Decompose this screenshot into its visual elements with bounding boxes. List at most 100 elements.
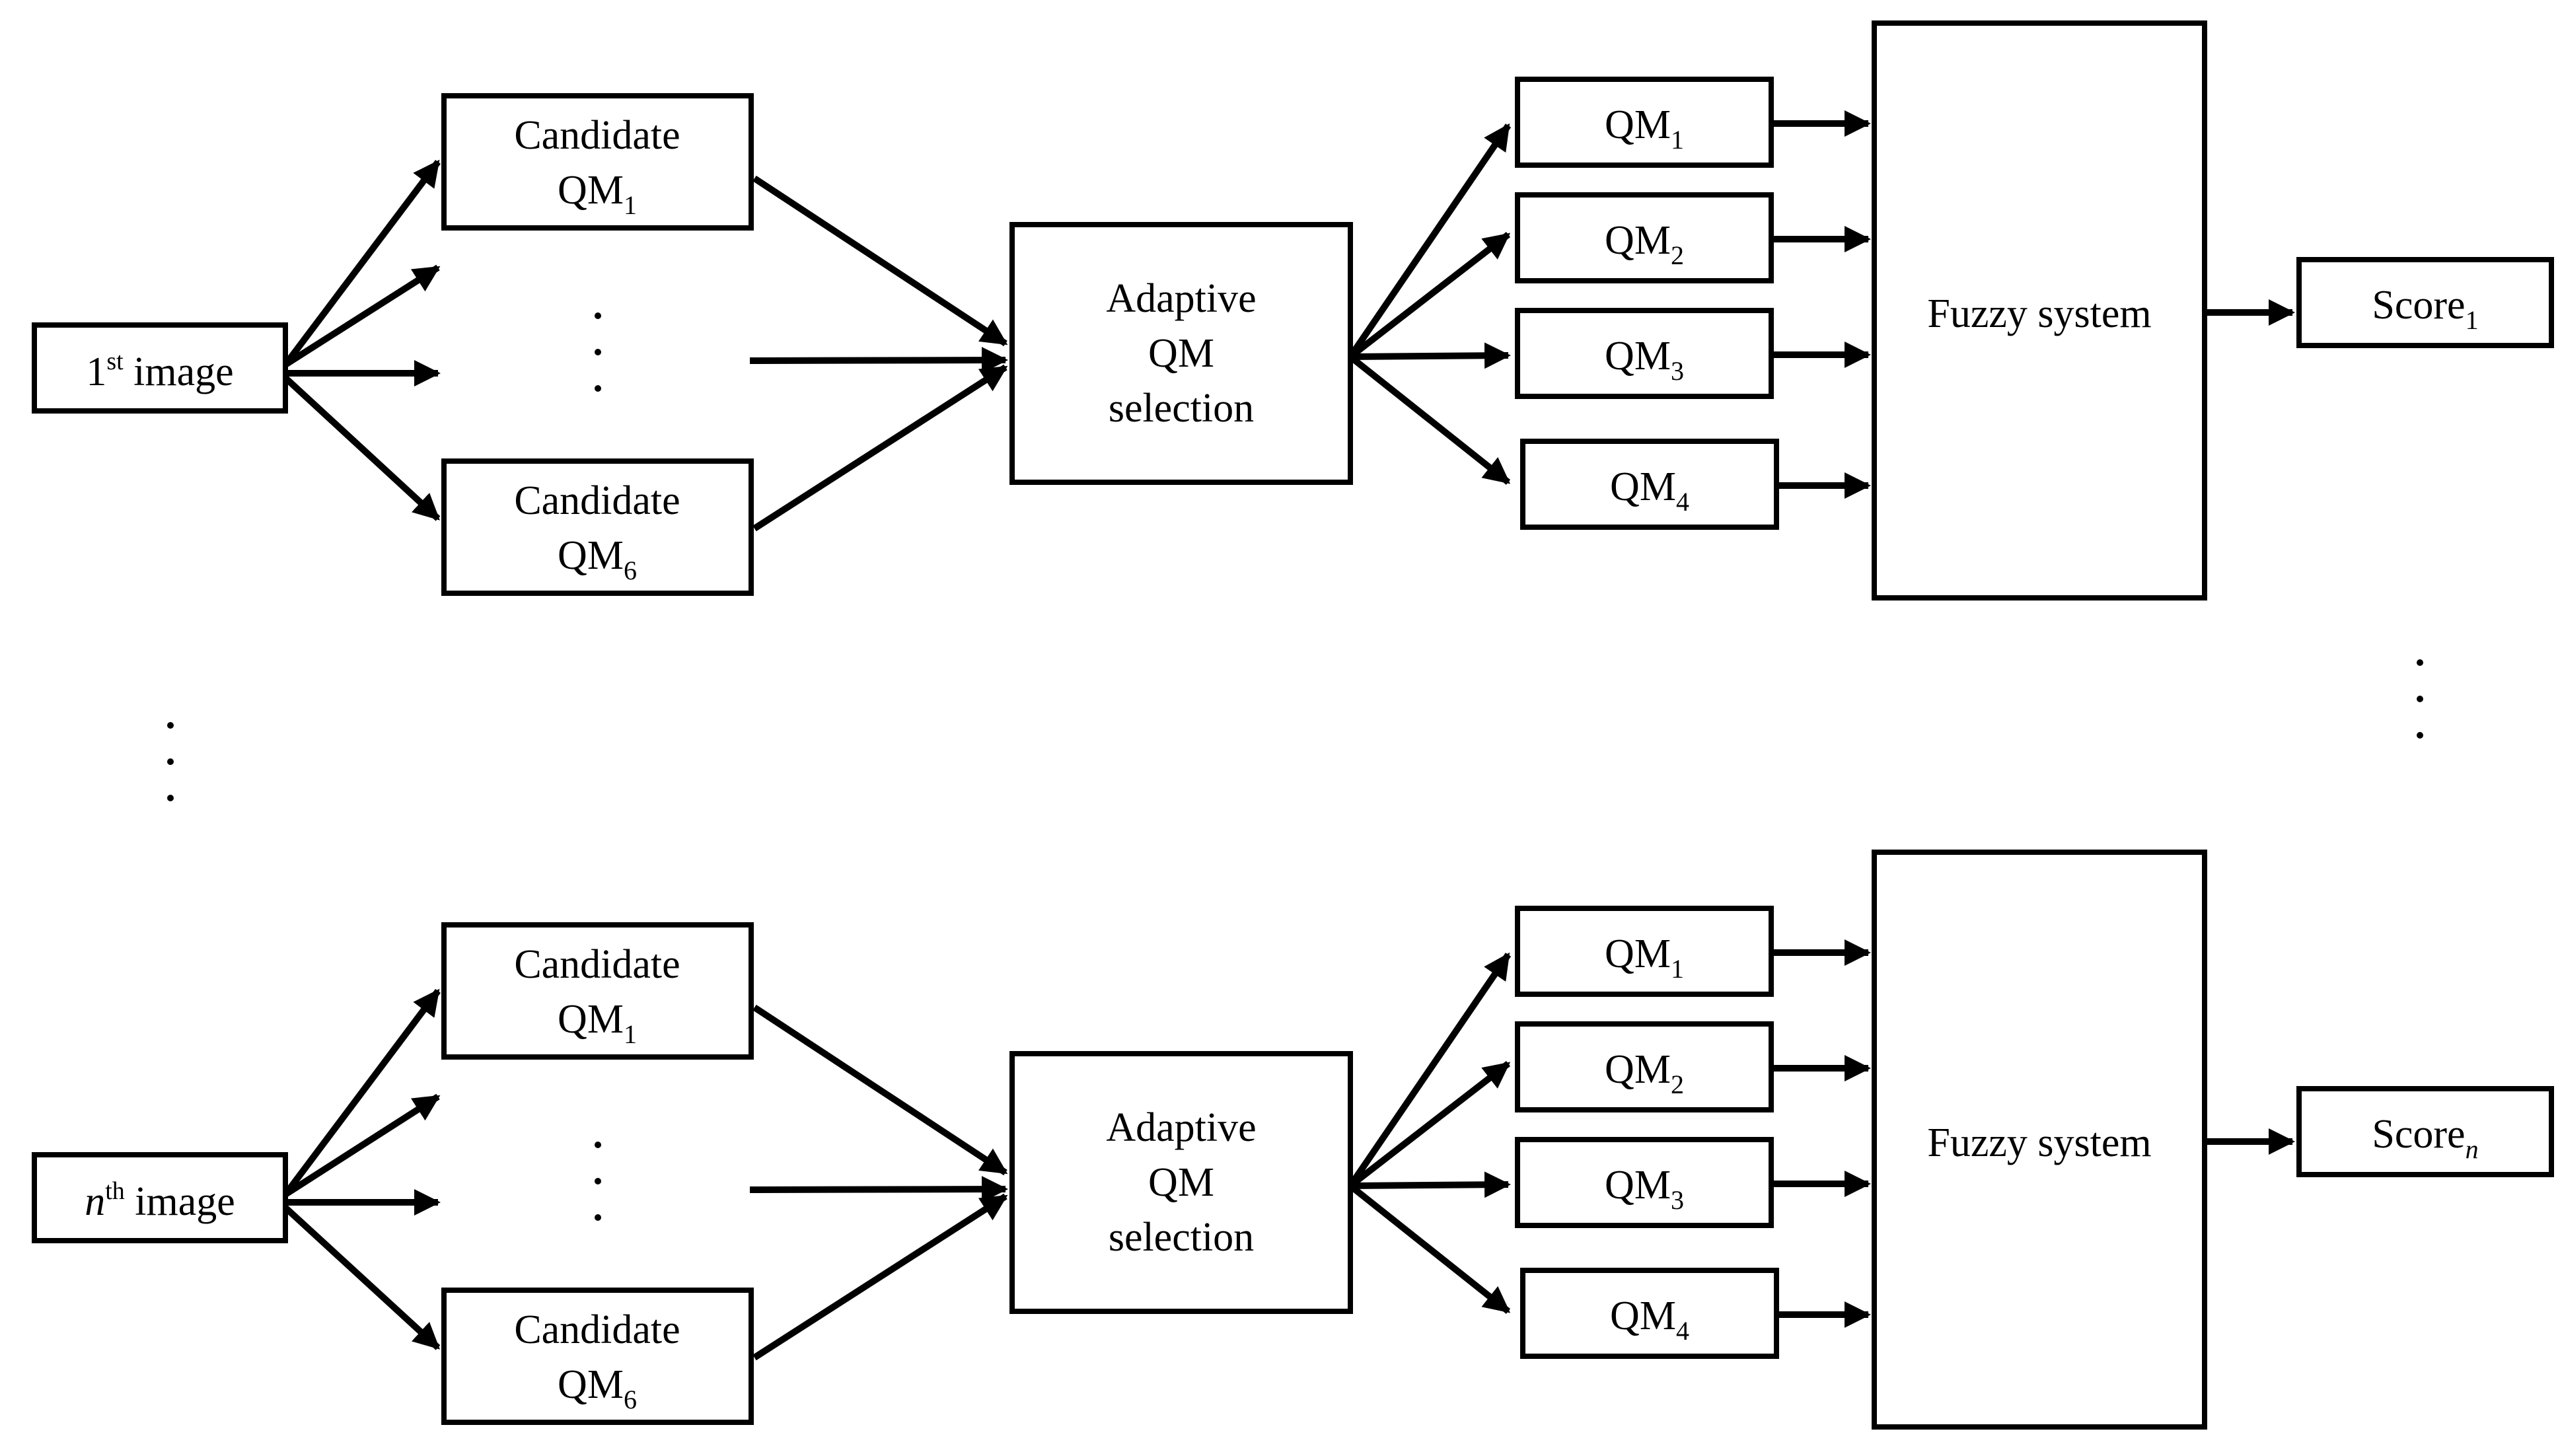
flow-arrow <box>1348 1183 1511 1314</box>
candidate-label: Candidate <box>514 113 680 158</box>
flow-arrow <box>749 1176 1008 1203</box>
flow-arrow <box>1347 123 1512 359</box>
flow-arrow <box>752 175 1008 347</box>
selected-qm-node: QM2 <box>1515 1021 1774 1112</box>
selected-qm-node: QM4 <box>1520 1268 1779 1359</box>
selection-line2: QM <box>1148 1160 1214 1205</box>
row-ellipsis-left <box>167 722 174 801</box>
qm-sub: 1 <box>624 190 637 220</box>
flow-arrow <box>283 1093 441 1198</box>
score-label: Scoren <box>2372 1112 2478 1164</box>
qm-base: QM <box>1605 931 1671 976</box>
flow-arrow <box>283 159 441 367</box>
selected-qm-label: QM3 <box>1605 1163 1684 1215</box>
flow-arrow <box>283 988 441 1196</box>
input-image-suffix: image <box>124 349 234 394</box>
qm-sub: 1 <box>1671 125 1684 155</box>
flow-arrow <box>752 1193 1008 1361</box>
qm-base: QM <box>558 533 624 578</box>
candidate-qm-label: QM6 <box>558 533 637 585</box>
input-image-prefix: n <box>85 1179 105 1224</box>
flow-arrow <box>1348 354 1511 485</box>
qm-base: QM <box>1605 102 1671 147</box>
qm-sub: 1 <box>1671 954 1684 984</box>
candidate-label: Candidate <box>514 478 680 523</box>
pipeline-row-first: 1st image Candidate QM1 Candidate QM6 Ad… <box>32 20 2554 601</box>
candidate-ellipsis <box>595 1142 601 1221</box>
qm-base: QM <box>1605 1047 1671 1092</box>
fuzzy-system-node: Fuzzy system <box>1872 850 2207 1430</box>
input-image-sup: st <box>106 347 124 375</box>
qm-base: QM <box>558 1362 624 1407</box>
qm-sub: 4 <box>1676 1316 1689 1346</box>
selection-line2: QM <box>1148 331 1214 376</box>
flow-arrow <box>283 1205 441 1350</box>
flow-arrow <box>1350 1171 1511 1198</box>
selected-qm-label: QM3 <box>1605 334 1684 386</box>
qm-sub: 2 <box>1671 1070 1684 1099</box>
selected-qm-label: QM2 <box>1605 1047 1684 1099</box>
selected-qm-label: QM4 <box>1610 1293 1689 1346</box>
qm-base: QM <box>1605 218 1671 263</box>
selection-line3: selection <box>1109 386 1254 431</box>
selected-qm-label: QM1 <box>1605 931 1684 984</box>
score-base: Score <box>2372 1112 2465 1157</box>
input-image-node: nth image <box>32 1152 288 1243</box>
score-base: Score <box>2372 283 2465 328</box>
qm-sub: 2 <box>1671 240 1684 270</box>
flow-arrow <box>283 375 441 521</box>
fuzzy-system-node: Fuzzy system <box>1872 20 2207 601</box>
candidate-label: Candidate <box>514 1307 680 1352</box>
selected-qm-node: QM4 <box>1520 439 1779 530</box>
candidate-qm-node: Candidate QM1 <box>441 922 754 1060</box>
candidate-qm-label: QM1 <box>558 997 637 1049</box>
score-node: Scoren <box>2296 1086 2554 1177</box>
qm-base: QM <box>558 997 624 1042</box>
qm-sub: 6 <box>624 556 637 585</box>
adaptive-qm-selection-node: Adaptive QM selection <box>1009 222 1353 485</box>
flow-arrow <box>752 1004 1008 1176</box>
flow-arrow <box>749 347 1008 374</box>
score-sub: n <box>2466 1134 2479 1164</box>
input-image-label: 1st image <box>86 347 233 394</box>
score-node: Score1 <box>2296 257 2554 348</box>
qm-sub: 3 <box>1671 1185 1684 1215</box>
selected-qm-node: QM1 <box>1515 77 1774 168</box>
selected-qm-label: QM1 <box>1605 102 1684 155</box>
qm-sub: 3 <box>1671 356 1684 386</box>
qm-base: QM <box>558 168 624 213</box>
score-sub: 1 <box>2466 305 2479 335</box>
candidate-qm-label: QM1 <box>558 168 637 220</box>
pipeline-row-nth: nth image Candidate QM1 Candidate QM6 Ad… <box>32 850 2554 1430</box>
selection-line1: Adaptive <box>1106 276 1256 321</box>
flow-arrow <box>283 264 441 368</box>
candidate-label: Candidate <box>514 942 680 987</box>
score-label: Score1 <box>2372 283 2478 335</box>
flow-arrow <box>1348 232 1511 359</box>
input-image-suffix: image <box>125 1179 235 1224</box>
flow-arrow <box>1348 1061 1511 1188</box>
selected-qm-node: QM2 <box>1515 192 1774 283</box>
selected-qm-label: QM2 <box>1605 218 1684 270</box>
qm-base: QM <box>1610 1293 1676 1338</box>
fuzzy-system-label: Fuzzy system <box>1927 1120 2151 1165</box>
qm-base: QM <box>1605 334 1671 379</box>
candidate-qm-node: Candidate QM6 <box>441 1288 754 1425</box>
candidate-qm-node: Candidate QM6 <box>441 458 754 596</box>
candidate-qm-label: QM6 <box>558 1362 637 1414</box>
candidate-ellipsis <box>595 312 601 392</box>
selected-qm-node: QM3 <box>1515 308 1774 399</box>
input-image-label: nth image <box>85 1177 235 1224</box>
selected-qm-node: QM1 <box>1515 906 1774 997</box>
selection-line1: Adaptive <box>1106 1105 1256 1150</box>
input-image-node: 1st image <box>32 322 288 414</box>
qm-sub: 4 <box>1676 487 1689 517</box>
fuzzy-system-label: Fuzzy system <box>1927 291 2151 336</box>
flow-arrow <box>1347 952 1512 1188</box>
row-ellipsis-right <box>2417 659 2423 739</box>
flow-arrow <box>1350 342 1511 369</box>
qm-sub: 1 <box>624 1019 637 1049</box>
selection-line3: selection <box>1109 1215 1254 1260</box>
input-image-sup: th <box>105 1177 125 1205</box>
